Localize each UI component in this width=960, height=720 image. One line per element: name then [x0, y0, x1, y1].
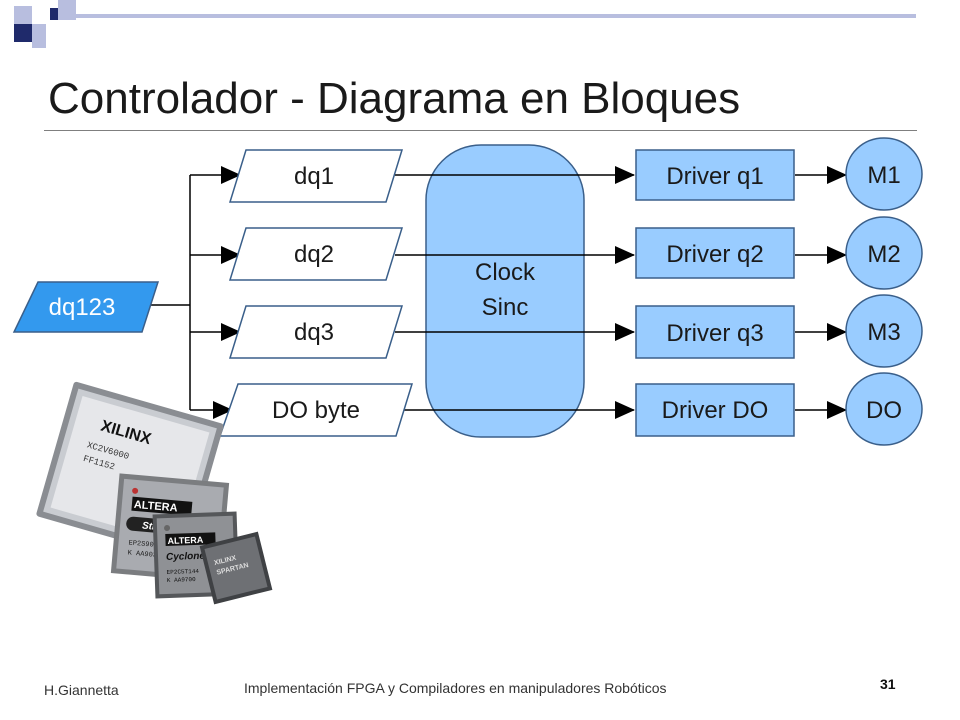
driver-q2-label: Driver q2	[666, 241, 763, 268]
chip2-lot: K AA9030	[127, 549, 161, 560]
input-dq123-label: dq123	[49, 294, 116, 321]
chip2-part: EP2S90	[128, 539, 154, 549]
page-title: Controlador - Diagrama en Bloques	[48, 74, 741, 123]
driver-q3-label: Driver q3	[666, 320, 763, 347]
clock-label-line2: Sinc	[482, 294, 529, 321]
data-block-dq2-label: dq2	[294, 241, 334, 268]
output-do-circle	[845, 372, 923, 446]
output-do-label: DO	[866, 397, 902, 424]
chip-xilinx-spartan: XILINX SPARTAN	[199, 531, 273, 605]
driver-do-block	[635, 383, 795, 437]
top-bar	[76, 14, 916, 18]
data-block-dq1-label: dq1	[294, 163, 334, 190]
footer-author: H.Giannetta	[44, 682, 119, 698]
output-m3-circle	[845, 294, 923, 368]
output-m2-circle	[845, 216, 923, 290]
title-divider	[44, 130, 917, 131]
page-number: 31	[880, 676, 896, 692]
fanout-connectors	[150, 166, 241, 419]
chip3-brand: ALTERA	[167, 535, 204, 546]
driver-q2-block	[635, 227, 795, 279]
driver-q3-block	[635, 305, 795, 359]
driver-q1-label: Driver q1	[666, 163, 763, 190]
output-m1-circle	[845, 137, 923, 211]
clock-sinc-block	[425, 144, 585, 438]
driver-to-output-connectors	[795, 166, 847, 419]
data-block-do-byte	[218, 383, 414, 437]
driver-do-label: Driver DO	[662, 397, 769, 424]
data-block-dq1	[228, 149, 404, 203]
data-block-do-byte-label: DO byte	[272, 397, 360, 424]
data-block-dq3-label: dq3	[294, 319, 334, 346]
output-m1-label: M1	[867, 162, 900, 189]
data-block-dq3	[228, 305, 404, 359]
clock-label-line1: Clock	[475, 259, 536, 286]
chip3-family: Cyclone	[166, 551, 206, 563]
footer-title: Implementación FPGA y Compiladores en ma…	[244, 680, 667, 696]
input-dq123-block	[12, 281, 160, 333]
chip3-lot: K AA9700	[167, 576, 196, 584]
output-m3-label: M3	[867, 319, 900, 346]
fpga-chips-image: XILINX XC2V6000 FF1152 ALTERA Stratix EP…	[36, 381, 273, 605]
data-block-dq2	[228, 227, 404, 281]
chip2-brand: ALTERA	[133, 499, 178, 515]
chip3-part: EP2C5T144	[166, 568, 199, 576]
output-m2-label: M2	[867, 241, 900, 268]
driver-q1-block	[635, 149, 795, 201]
data-to-driver-connectors	[395, 166, 635, 419]
